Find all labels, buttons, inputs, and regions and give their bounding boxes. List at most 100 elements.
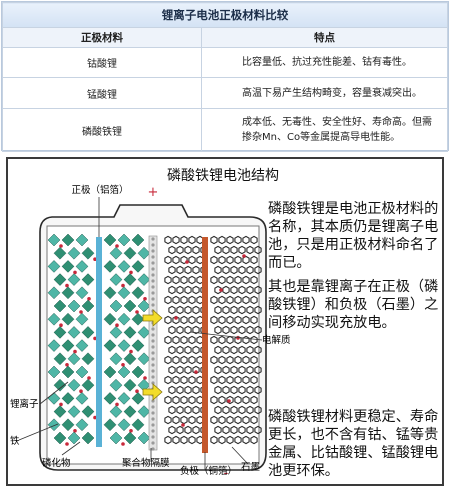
graphite-ring bbox=[192, 285, 200, 295]
graphite-ring bbox=[250, 355, 258, 365]
graphite-ring bbox=[226, 315, 234, 325]
graphite-ring bbox=[226, 235, 234, 245]
graphite-ring bbox=[168, 325, 176, 335]
graphite-ring bbox=[254, 365, 262, 375]
lithium-ion-dot bbox=[65, 283, 69, 288]
lithium-ion-dot bbox=[181, 423, 185, 427]
graphite-ring bbox=[242, 295, 250, 305]
separator-pore bbox=[151, 339, 155, 343]
graphite-ring bbox=[214, 425, 222, 435]
graphite-ring bbox=[214, 385, 222, 395]
graphite-ring bbox=[192, 325, 200, 335]
graphite-ring bbox=[176, 425, 184, 435]
graphite-ring bbox=[226, 415, 234, 425]
graphite-ring bbox=[254, 405, 262, 415]
graphite-ring bbox=[192, 405, 200, 415]
fepo4-octahedron bbox=[103, 392, 117, 405]
graphite-ring bbox=[230, 285, 238, 295]
separator-pore bbox=[151, 297, 155, 301]
lithium-ion-dot bbox=[93, 415, 97, 420]
graphite-ring bbox=[210, 235, 218, 245]
graphite-ring bbox=[246, 305, 254, 315]
graphite-ring bbox=[250, 435, 258, 445]
lithium-ion-dot bbox=[79, 310, 83, 314]
graphite-ring bbox=[180, 395, 188, 405]
separator-pore bbox=[151, 375, 155, 379]
graphite-ring bbox=[242, 275, 250, 285]
fepo4-octahedron bbox=[75, 260, 89, 273]
lithium-ion-dot bbox=[87, 297, 91, 301]
fepo4-octahedron bbox=[67, 326, 81, 339]
graphite-ring bbox=[218, 255, 226, 265]
separator-pore bbox=[151, 243, 155, 247]
graphite-ring bbox=[164, 255, 172, 265]
fepo4-octahedron bbox=[81, 326, 95, 339]
lithium-ion-dot bbox=[129, 429, 133, 433]
label-graphite: 石墨 bbox=[241, 462, 261, 473]
fepo4-octahedron bbox=[81, 246, 95, 260]
graphite-ring bbox=[254, 245, 262, 255]
fepo4-octahedron bbox=[47, 233, 61, 247]
graphite-ring bbox=[214, 305, 222, 315]
graphite-ring bbox=[188, 415, 196, 425]
graphite-ring bbox=[246, 385, 254, 395]
graphite-ring bbox=[168, 385, 176, 395]
graphite-ring bbox=[184, 385, 192, 395]
graphite-ring bbox=[254, 265, 262, 275]
fepo4-octahedron bbox=[61, 286, 75, 300]
fepo4-octahedron bbox=[53, 378, 67, 392]
graphite-ring bbox=[242, 255, 250, 265]
feature-line: 成本低、无毒性、安全性好、寿命高。但需 bbox=[242, 117, 432, 128]
graphite-ring bbox=[168, 285, 176, 295]
fepo4-octahedron bbox=[47, 260, 61, 273]
graphite-ring bbox=[254, 385, 262, 395]
fepo4-octahedron bbox=[103, 260, 117, 273]
separator-pore bbox=[151, 423, 155, 427]
graphite-ring bbox=[234, 435, 242, 445]
graphite-ring bbox=[234, 415, 242, 425]
label-separator: 聚合物隔膜 bbox=[122, 457, 170, 469]
fepo4-octahedron bbox=[131, 365, 145, 379]
fepo4-octahedron bbox=[131, 392, 145, 405]
graphite-ring bbox=[226, 295, 234, 305]
graphite-ring bbox=[234, 235, 242, 245]
graphite-ring bbox=[168, 305, 176, 315]
separator-pore bbox=[151, 441, 155, 445]
fepo4-octahedron bbox=[61, 418, 75, 432]
graphite-ring bbox=[254, 305, 262, 315]
graphite-ring bbox=[188, 355, 196, 365]
fepo4-octahedron bbox=[131, 312, 145, 326]
graphite-ring bbox=[242, 395, 250, 405]
fepo4-octahedron bbox=[123, 326, 137, 339]
lithium-ion-dot bbox=[73, 429, 77, 433]
fepo4-octahedron bbox=[81, 431, 95, 445]
lithium-ion-dot bbox=[174, 316, 178, 320]
graphite-ring bbox=[180, 275, 188, 285]
graphite-ring bbox=[210, 295, 218, 305]
fepo4-octahedron bbox=[81, 299, 95, 313]
graphite-ring bbox=[238, 365, 246, 375]
fepo4-octahedron bbox=[109, 273, 123, 286]
fepo4-octahedron bbox=[75, 286, 89, 300]
graphite-ring bbox=[230, 385, 238, 395]
lithium-ion-dot bbox=[135, 310, 139, 314]
graphite-ring bbox=[172, 275, 180, 285]
graphite-ring bbox=[218, 295, 226, 305]
graphite-ring bbox=[218, 375, 226, 385]
minus-sign: - bbox=[224, 466, 229, 481]
graphite-ring bbox=[238, 405, 246, 415]
fepo4-octahedron bbox=[137, 352, 151, 366]
fepo4-octahedron bbox=[53, 352, 67, 366]
graphite-ring bbox=[254, 425, 262, 435]
feature-line: 掺杂Mn、Co等金属提高导电性能。 bbox=[242, 132, 401, 143]
graphite-ring bbox=[184, 265, 192, 275]
graphite-ring bbox=[222, 385, 230, 395]
graphite-ring bbox=[222, 405, 230, 415]
fepo4-octahedron bbox=[81, 273, 95, 286]
separator-pore bbox=[151, 369, 155, 373]
graphite-ring bbox=[172, 335, 180, 345]
graphite-ring bbox=[184, 245, 192, 255]
graphite-ring bbox=[214, 265, 222, 275]
graphite-ring bbox=[230, 265, 238, 275]
graphite-ring bbox=[172, 235, 180, 245]
